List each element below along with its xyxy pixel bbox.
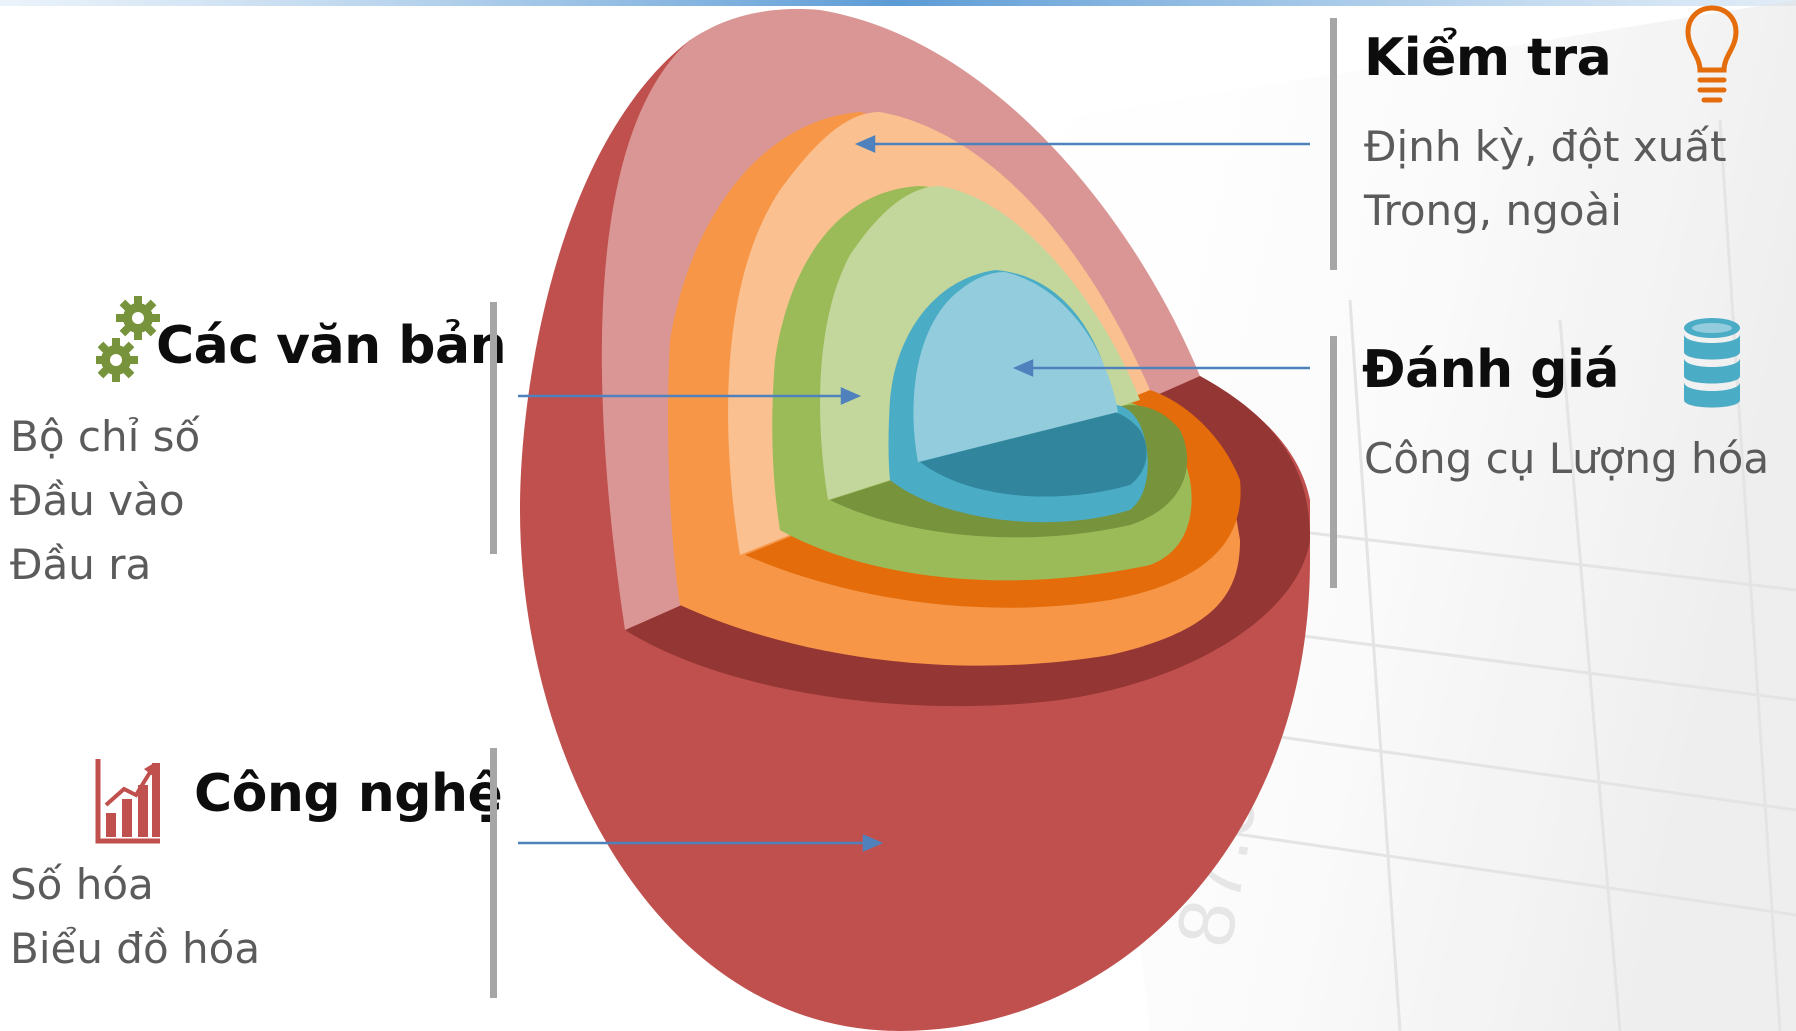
gears-icon — [96, 290, 162, 390]
top-accent-line — [0, 0, 1796, 6]
cac-van-ban-divider — [490, 302, 497, 554]
cac-van-ban-title: Các văn bản — [156, 316, 506, 376]
kiem-tra-line-1: Định kỳ, đột xuất — [1364, 122, 1727, 171]
lightbulb-icon — [1684, 4, 1740, 110]
cong-nghe-line-2: Biểu đồ hóa — [10, 924, 260, 973]
danh-gia-divider — [1330, 336, 1337, 588]
bar-chart-icon — [94, 755, 162, 845]
cong-nghe-title: Công nghệ — [194, 764, 502, 824]
cac-van-ban-line-2: Đầu vào — [10, 476, 185, 525]
kiem-tra-divider — [1330, 18, 1337, 270]
danh-gia-title: Đánh giá — [1362, 340, 1619, 400]
kiem-tra-line-2: Trong, ngoài — [1364, 186, 1622, 235]
database-icon — [1682, 316, 1742, 412]
cong-nghe-line-1: Số hóa — [10, 860, 154, 909]
kiem-tra-title: Kiểm tra — [1364, 28, 1611, 88]
cac-van-ban-line-3: Đầu ra — [10, 540, 151, 589]
cac-van-ban-line-1: Bộ chỉ số — [10, 412, 200, 461]
danh-gia-line-1: Công cụ Lượng hóa — [1364, 434, 1769, 483]
cong-nghe-divider — [490, 748, 497, 998]
